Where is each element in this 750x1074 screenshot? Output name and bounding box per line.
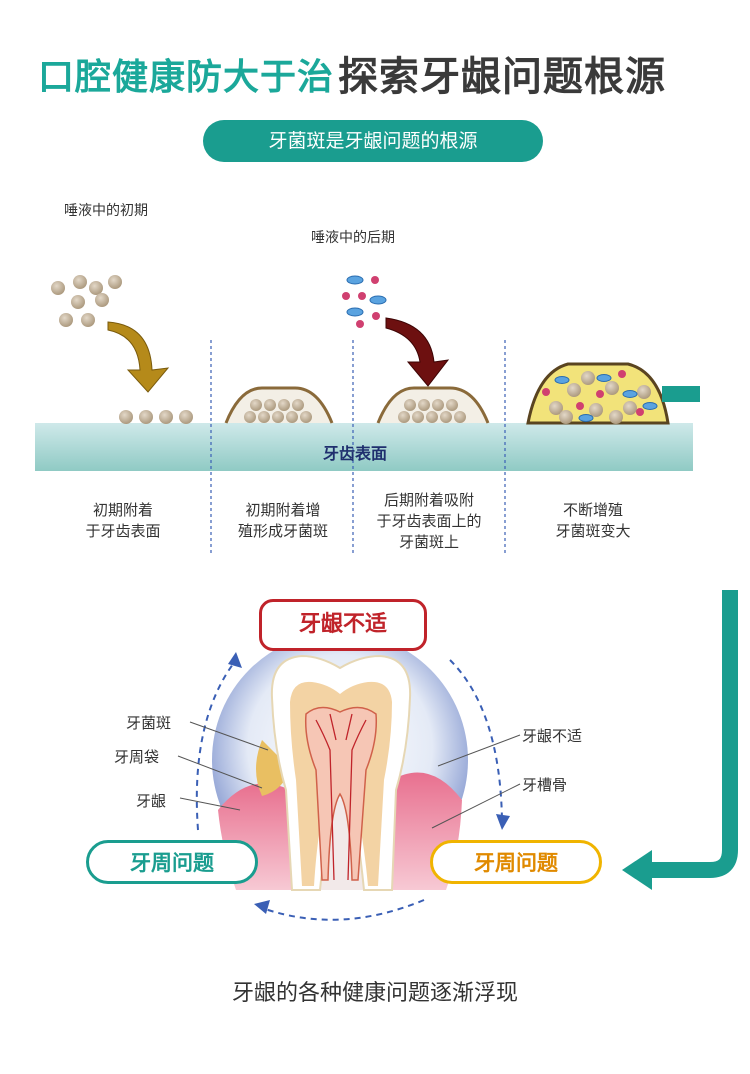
label-plaque: 牙菌斑 bbox=[126, 714, 172, 732]
subtitle-pill: 牙菌斑是牙龈问题的根源 bbox=[203, 120, 543, 162]
gum-cycle-diagram bbox=[177, 590, 738, 921]
label-alveolar-bone: 牙槽骨 bbox=[522, 776, 568, 794]
return-arrow bbox=[648, 590, 738, 878]
stage3-mound bbox=[376, 386, 490, 424]
late-arrow bbox=[385, 317, 450, 387]
tooth-surface-label: 牙齿表面 bbox=[322, 444, 387, 463]
title-left: 口腔健康防大于治 bbox=[38, 57, 335, 98]
saliva-late-label: 唾液中的后期 bbox=[311, 230, 395, 246]
label-periodontal-pocket: 牙周袋 bbox=[114, 748, 160, 766]
stage2-mound bbox=[224, 386, 334, 424]
periodontal-badge-right: 牙周问题 bbox=[430, 840, 602, 884]
return-arrow-head bbox=[622, 850, 652, 890]
stage1-particles bbox=[119, 410, 193, 424]
footer-text: 牙龈的各种健康问题逐渐浮现 bbox=[231, 981, 518, 1006]
saliva-early-label: 唾液中的初期 bbox=[64, 203, 148, 219]
leader-lines bbox=[177, 721, 521, 829]
label-gum-discomfort: 牙龈不适 bbox=[522, 727, 583, 745]
tooth-pulp bbox=[304, 706, 378, 881]
cycle-arrowheads bbox=[228, 652, 510, 914]
gum-discomfort-badge: 牙龈不适 bbox=[259, 599, 427, 651]
plaque-deposit bbox=[256, 740, 290, 796]
stage2-caption: 初期附着增殖形成牙菌斑 bbox=[237, 501, 328, 540]
stage4-mound bbox=[526, 362, 670, 425]
stage1-caption: 初期附着于牙齿表面 bbox=[85, 501, 161, 540]
periodontal-badge-left: 牙周问题 bbox=[86, 840, 258, 884]
stage3-caption: 后期附着吸附于牙齿表面上的牙菌斑上 bbox=[376, 491, 482, 551]
title-right: 探索牙龈问题根源 bbox=[338, 54, 666, 100]
label-gum: 牙龈 bbox=[136, 792, 167, 810]
tooth-surface-band bbox=[35, 423, 693, 471]
early-particles bbox=[51, 275, 122, 327]
late-bacteria bbox=[342, 275, 387, 328]
early-arrow bbox=[107, 321, 170, 393]
stage4-caption: 不断增殖牙菌斑变大 bbox=[555, 501, 631, 540]
plaque-formation-diagram bbox=[35, 275, 693, 555]
return-arrow-top bbox=[662, 386, 700, 402]
cycle-arrows bbox=[195, 659, 503, 921]
nerve-lines bbox=[315, 713, 367, 881]
